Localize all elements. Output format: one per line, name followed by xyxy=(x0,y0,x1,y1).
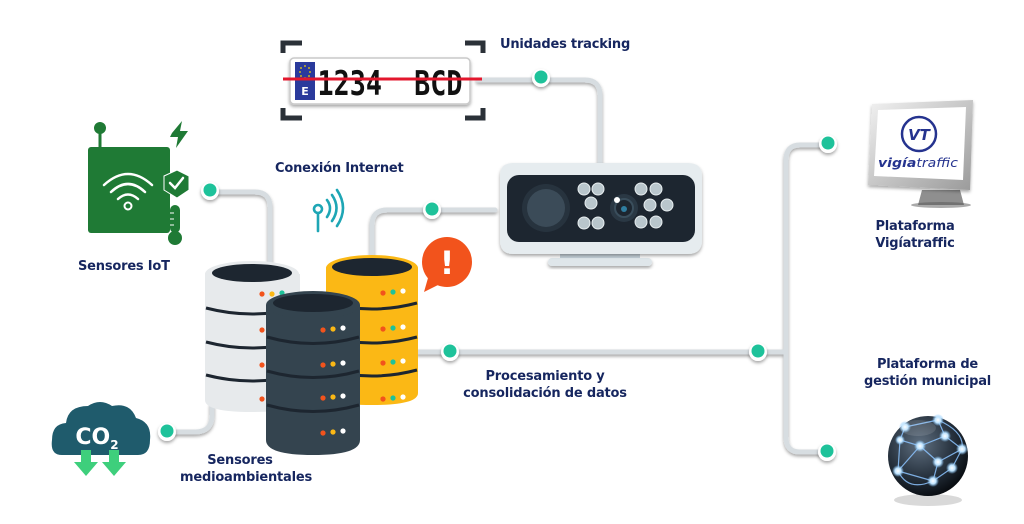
antenna-icon xyxy=(312,188,345,233)
plate-country-code: E xyxy=(301,85,309,98)
connector-internet-camera xyxy=(369,207,498,265)
node-dot xyxy=(160,424,174,438)
tracking-camera-icon xyxy=(500,163,702,266)
connector-iot-server xyxy=(202,189,273,265)
node-dot xyxy=(751,344,765,358)
vigiatraffic-logo-mark: VT xyxy=(908,126,932,144)
node-dot xyxy=(534,70,548,84)
label-municipal-platform-line1: Plataforma de xyxy=(876,357,979,372)
label-environmental-sensors-line2: medioambientales xyxy=(180,470,313,485)
node-dot xyxy=(820,444,834,458)
node-dot xyxy=(203,183,217,197)
server-white-icon xyxy=(205,261,300,412)
label-municipal-platform: Plataforma de gestión municipal xyxy=(855,356,1000,390)
plate-number: 1234 BCD xyxy=(318,64,463,104)
connector-platform-bus xyxy=(783,142,829,455)
node-dot xyxy=(443,344,457,358)
label-tracking-units: Unidades tracking xyxy=(500,37,631,52)
label-vigiatraffic-platform-line1: Plataforma xyxy=(875,219,955,234)
label-data-processing: Procesamiento y consolidación de datos xyxy=(460,368,630,402)
node-dot xyxy=(821,136,835,150)
node-dot xyxy=(425,202,439,216)
label-environmental-sensors: Sensores medioambientales xyxy=(180,452,313,486)
connector-tracking-camera xyxy=(475,77,603,173)
connector-nodes xyxy=(158,69,837,461)
label-data-processing-line1: Procesamiento y xyxy=(485,369,605,384)
license-plate-scanner-icon: E 1234 BCD xyxy=(280,40,486,121)
label-internet-connection: Conexión Internet xyxy=(275,161,404,176)
label-iot-sensors: Sensores IoT xyxy=(78,259,170,274)
label-vigiatraffic-platform: Plataforma Vigíatraffic xyxy=(860,218,970,252)
label-environmental-sensors-line1: Sensores xyxy=(207,453,273,468)
municipal-platform-globe-icon xyxy=(888,414,968,506)
connectors xyxy=(167,77,829,455)
connector-co2-server xyxy=(167,402,215,435)
alert-symbol: ! xyxy=(440,244,455,282)
co2-text: CO2 xyxy=(75,425,118,452)
co2-sensor-icon: CO2 xyxy=(51,402,151,476)
alert-icon: ! xyxy=(422,237,472,292)
label-data-processing-line2: consolidación de datos xyxy=(463,386,627,401)
label-municipal-platform-line2: gestión municipal xyxy=(863,374,992,389)
server-dark-icon xyxy=(266,291,360,455)
iot-sensor-icon xyxy=(88,121,190,245)
label-vigiatraffic-platform-line2: Vigíatraffic xyxy=(875,236,955,251)
